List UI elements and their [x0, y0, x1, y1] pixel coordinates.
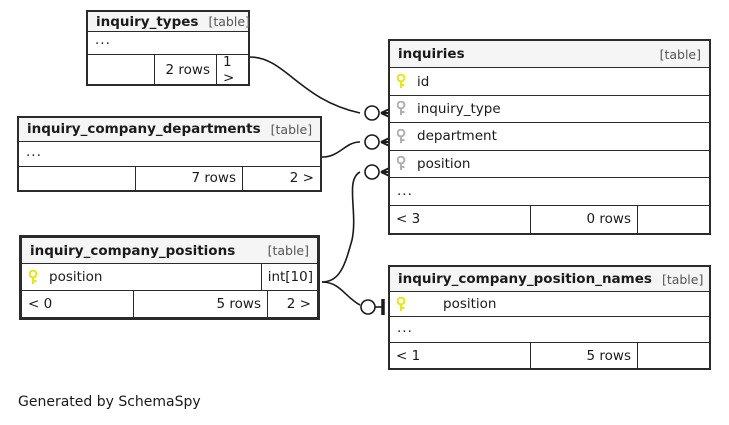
table-node-inquiry-types[interactable]: inquiry_types [table] ... 2 rows 1 >	[86, 10, 250, 86]
table-node-inquiry-company-departments[interactable]: inquiry_company_departments [table] ... …	[17, 116, 322, 192]
footer-child-count: 1 >	[216, 55, 248, 84]
footer-row-count: 5 rows	[530, 343, 637, 369]
primary-key-icon	[396, 73, 410, 89]
table-header: inquiries [table]	[390, 41, 709, 69]
footer-parent-count	[88, 55, 154, 84]
table-type-tag: [table]	[208, 14, 250, 29]
table-node-inquiry-company-positions[interactable]: inquiry_company_positions [table] positi…	[19, 235, 320, 320]
footer-parent-count: < 3	[396, 211, 421, 228]
footer-parent-count	[19, 167, 135, 191]
table-column-row[interactable]: position	[390, 151, 709, 178]
column-name: position	[49, 269, 103, 286]
footer-child-count: 2 >	[242, 166, 320, 191]
table-header: inquiry_company_positions [table]	[22, 238, 317, 265]
primary-key-icon	[396, 296, 410, 312]
table-header: inquiry_company_position_names [table]	[390, 267, 709, 293]
table-title: inquiries	[398, 46, 465, 63]
table-column-row[interactable]: position int[10]	[22, 264, 317, 291]
table-columns-ellipsis: ...	[390, 178, 709, 206]
table-title: inquiry_types	[96, 13, 199, 30]
footer-row-count: 2 rows	[154, 55, 216, 84]
footer-child-count: 2 >	[267, 290, 317, 317]
table-node-inquiries[interactable]: inquiries [table] id inquiry_t	[388, 39, 711, 235]
footer-parent-count: < 1	[396, 347, 421, 364]
foreign-key-icon	[396, 155, 410, 171]
column-name: position	[417, 155, 471, 172]
footer-child-count	[637, 343, 709, 369]
table-title: inquiry_company_departments	[27, 121, 261, 138]
table-type-tag: [table]	[270, 121, 313, 137]
table-title: inquiry_company_positions	[30, 242, 236, 259]
footer-child-count	[637, 205, 709, 234]
table-title: inquiry_company_position_names	[398, 271, 652, 288]
table-footer: 7 rows 2 >	[19, 166, 320, 191]
footer-parent-count: < 0	[28, 295, 53, 312]
table-columns-ellipsis: ...	[390, 317, 709, 344]
diagram-caption: Generated by SchemaSpy	[18, 394, 201, 410]
footer-row-count: 0 rows	[530, 205, 637, 234]
column-type: int[10]	[260, 264, 317, 290]
table-column-row[interactable]: inquiry_type	[390, 96, 709, 124]
table-footer: < 3 0 rows	[390, 205, 709, 234]
table-node-inquiry-company-position-names[interactable]: inquiry_company_position_names [table] p…	[388, 265, 711, 370]
table-type-tag: [table]	[661, 271, 704, 287]
table-footer: 2 rows 1 >	[88, 55, 248, 84]
footer-row-count: 5 rows	[133, 290, 267, 317]
table-column-row[interactable]: department	[390, 123, 709, 151]
column-name: id	[417, 73, 430, 90]
table-column-row[interactable]: position	[390, 292, 709, 318]
foreign-key-icon	[396, 128, 410, 144]
table-footer: < 1 5 rows	[390, 343, 709, 369]
table-column-row[interactable]: id	[390, 68, 709, 96]
table-columns-ellipsis: ...	[88, 32, 248, 55]
column-name: position	[443, 296, 497, 313]
table-type-tag: [table]	[659, 46, 701, 62]
table-header: inquiry_company_departments [table]	[19, 118, 320, 142]
column-name: department	[417, 128, 497, 145]
table-footer: < 0 5 rows 2 >	[22, 290, 317, 317]
table-type-tag: [table]	[267, 243, 309, 259]
table-columns-ellipsis: ...	[19, 142, 320, 167]
column-name: inquiry_type	[417, 100, 501, 117]
footer-row-count: 7 rows	[135, 166, 242, 191]
foreign-key-icon	[396, 101, 410, 116]
primary-key-icon	[28, 269, 42, 285]
table-header: inquiry_types [table]	[88, 12, 250, 32]
